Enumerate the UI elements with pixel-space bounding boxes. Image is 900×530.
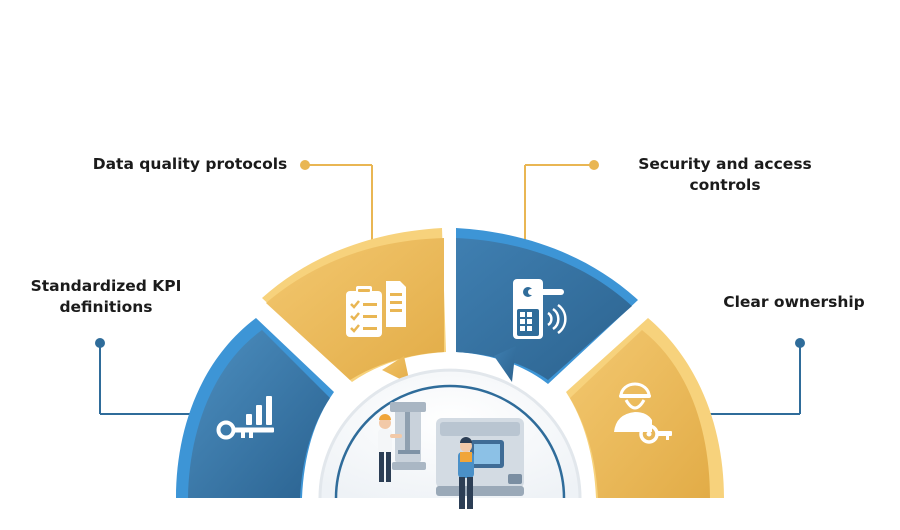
label-kpi-line1: Standardized KPI — [30, 277, 182, 295]
segment-ownership — [566, 318, 724, 498]
segment-kpi — [176, 318, 334, 498]
label-security-line1: Security and access — [638, 155, 812, 173]
connector-security — [524, 160, 599, 240]
clipboard-checklist-icon — [346, 281, 406, 337]
label-data-quality-text: Data quality protocols — [92, 155, 288, 173]
keypad-door-lock-icon — [513, 279, 567, 339]
connector-ownership — [704, 338, 805, 415]
label-ownership: Clear ownership — [714, 292, 874, 313]
label-ownership-text: Clear ownership — [723, 293, 865, 311]
factory-workers-machines-illustration — [318, 368, 582, 509]
label-security-line2: controls — [689, 176, 761, 194]
label-kpi: Standardized KPI definitions — [26, 276, 186, 318]
segment-security — [456, 228, 638, 384]
connector-kpi — [95, 338, 196, 415]
key-bar-chart-icon — [216, 396, 274, 440]
label-security: Security and access controls — [630, 154, 820, 196]
person-key-icon — [614, 382, 672, 444]
segment-data-quality — [262, 228, 446, 384]
label-kpi-line2: definitions — [59, 298, 153, 316]
connector-data-quality — [300, 160, 373, 240]
label-data-quality: Data quality protocols — [90, 154, 290, 175]
